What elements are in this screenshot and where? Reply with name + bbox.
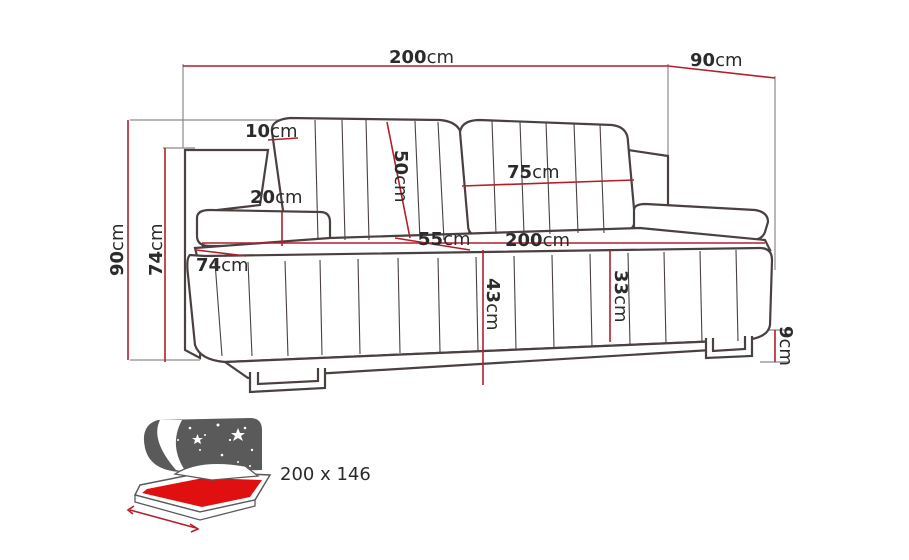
label-seat-height: 43cm <box>482 278 503 331</box>
sleep-function-icon: 200 x 146 <box>126 418 371 533</box>
stars-icon <box>177 423 254 467</box>
dimension-labels: 200cm 90cm 10cm 75cm 20cm 55cm 200cm 74c… <box>107 47 796 366</box>
label-depth-total: 90cm <box>690 50 743 71</box>
label-backrest-height: 50cm <box>390 150 411 203</box>
label-cushion-width: 75cm <box>507 162 560 183</box>
label-backrest-top-gap: 10cm <box>245 121 298 142</box>
sleep-area-size: 200 x 146 <box>280 464 371 485</box>
label-front-panel-height: 33cm <box>610 270 631 323</box>
sofa-illustration <box>183 116 774 394</box>
label-seat-width: 200cm <box>505 230 570 251</box>
label-width-total: 200cm <box>389 47 454 68</box>
label-total-height: 90cm <box>107 224 128 277</box>
label-front-height-left: 74cm <box>196 255 249 276</box>
label-seat-depth: 55cm <box>418 229 471 250</box>
dimension-lines <box>127 65 776 385</box>
label-leg-height: 9cm <box>775 326 796 366</box>
label-armrest-height: 20cm <box>250 187 303 208</box>
label-back-height: 74cm <box>146 224 167 277</box>
